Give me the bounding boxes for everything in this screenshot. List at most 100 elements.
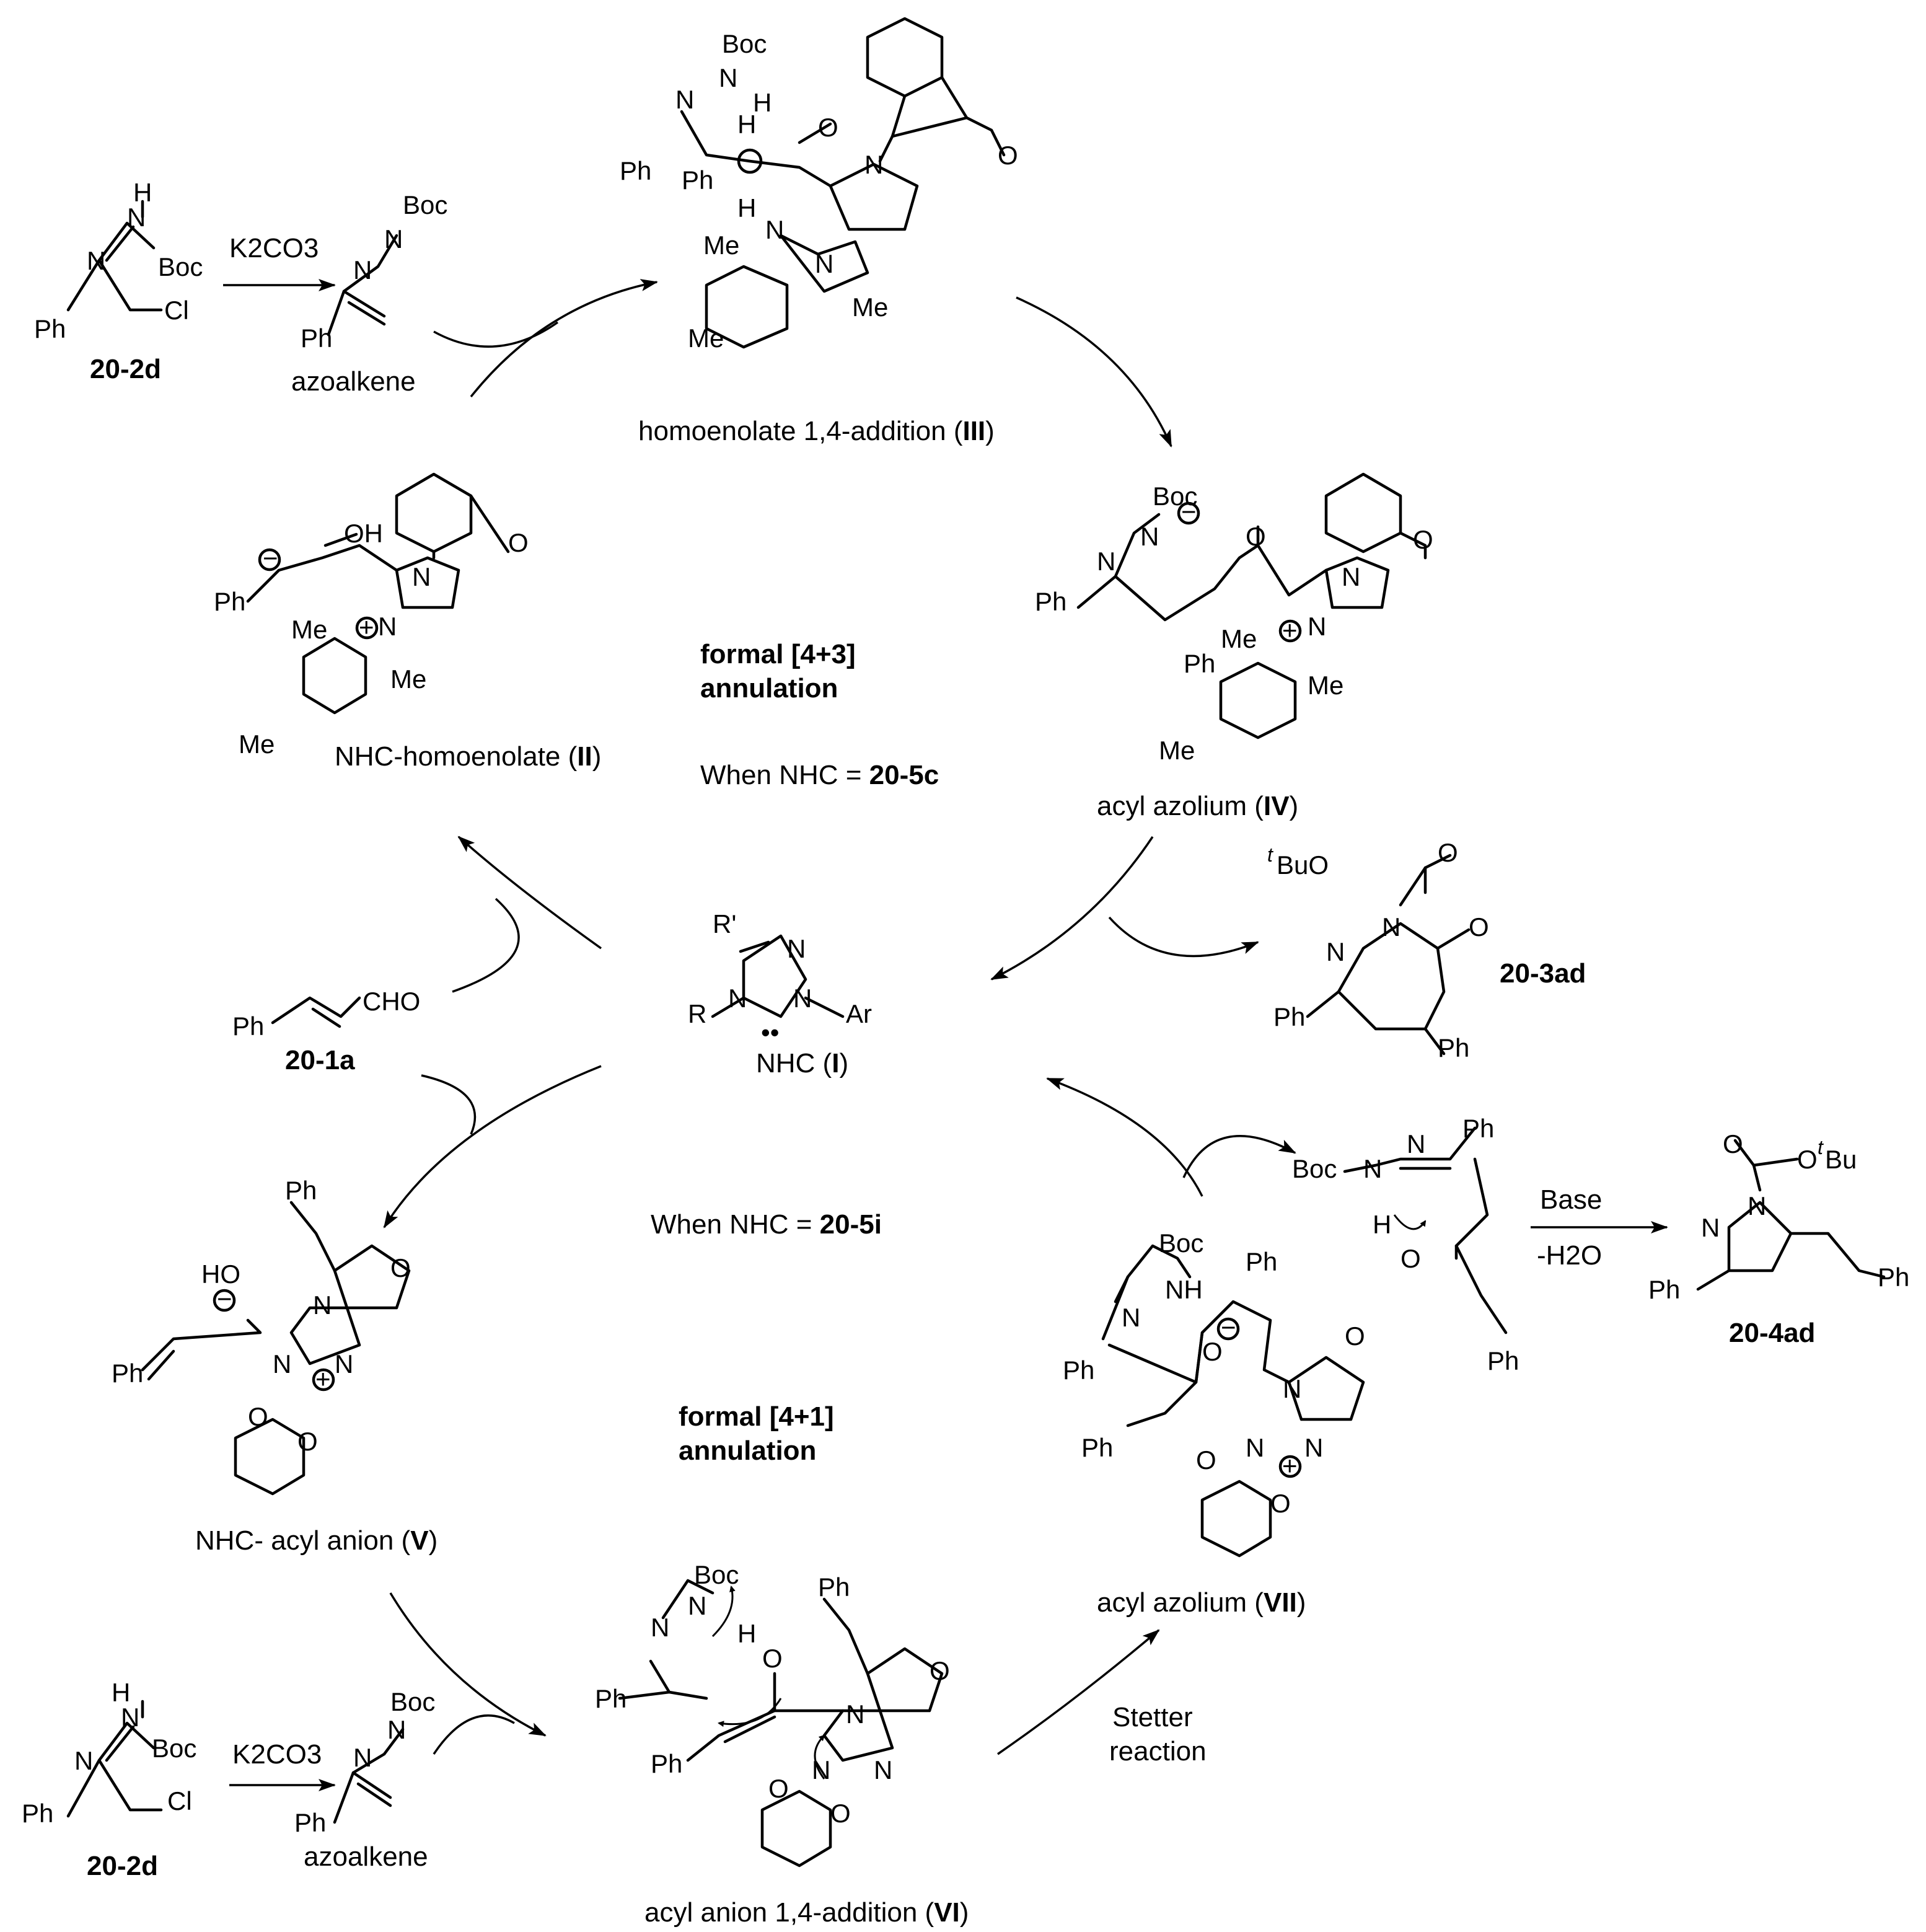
atom-boc: Boc bbox=[1159, 1228, 1203, 1258]
label-azoalkene: azoalkene bbox=[291, 366, 416, 397]
atom-n: N bbox=[765, 215, 784, 244]
atom-h: H bbox=[753, 88, 772, 117]
atom-n: N bbox=[273, 1349, 291, 1378]
atom-o: O bbox=[818, 113, 838, 142]
carbene-dots: •• bbox=[761, 1018, 779, 1047]
release-diketone bbox=[1182, 1135, 1296, 1178]
atom-n: N bbox=[1308, 612, 1326, 641]
atom-o: O bbox=[297, 1427, 318, 1456]
atom-me: Me bbox=[703, 231, 739, 260]
atom-n: N bbox=[1246, 1433, 1264, 1462]
atom-me: Me bbox=[291, 615, 327, 644]
intermediate-iv: − + Boc N N O O N N Ph Ph Me Me Me acyl … bbox=[1035, 472, 1433, 821]
label-i: NHC (I) bbox=[756, 1048, 848, 1078]
atom-n: N bbox=[384, 224, 403, 254]
atom-o: O bbox=[1270, 1489, 1291, 1518]
atom-minus: − bbox=[1221, 1313, 1236, 1342]
atom-n: N bbox=[688, 1591, 706, 1620]
atom-ph: Ph bbox=[301, 324, 332, 353]
compound-azoalkene-top: N N Boc Ph azoalkene bbox=[291, 190, 447, 397]
atom-ar: Ar bbox=[846, 999, 872, 1028]
atom-boc: Boc bbox=[152, 1734, 196, 1763]
label-vi: acyl anion 1,4-addition (VI) bbox=[644, 1897, 969, 1928]
stetter-label: Stetter bbox=[1112, 1702, 1193, 1732]
cycle-labels: formal [4+3] annulation When NHC = 20-5c… bbox=[651, 639, 939, 1466]
azoalkene-merge-top bbox=[433, 321, 559, 348]
atom-n: N bbox=[87, 246, 105, 275]
atom-boc: Boc bbox=[403, 190, 447, 219]
atom-cl: Cl bbox=[164, 296, 189, 325]
atom-h: H bbox=[737, 193, 756, 223]
atom-n: N bbox=[1283, 1374, 1301, 1403]
atom-n: N bbox=[812, 1755, 830, 1784]
compound-20-1a: Ph CHO 20-1a bbox=[232, 987, 420, 1075]
atom-o: O bbox=[1401, 1244, 1421, 1273]
atom-plus: + bbox=[1282, 1451, 1298, 1480]
reagent-minus-water: -H2O bbox=[1537, 1240, 1602, 1271]
atom-n: N bbox=[1304, 1433, 1323, 1462]
atom-n: N bbox=[1363, 1154, 1382, 1183]
atom-boc: Boc bbox=[1292, 1154, 1337, 1183]
upper-cycle-title: formal [4+3] bbox=[700, 639, 856, 669]
atom-n: N bbox=[1382, 912, 1401, 942]
atom-n: N bbox=[719, 63, 737, 92]
arrow-iii-to-iv bbox=[1016, 296, 1172, 448]
atom-n: N bbox=[387, 1715, 406, 1744]
atom-tbuo: BuO bbox=[1277, 850, 1329, 880]
atom-n: N bbox=[378, 612, 397, 641]
arrow-vi-to-vii bbox=[997, 1629, 1160, 1755]
atom-nh: NH bbox=[1165, 1275, 1203, 1304]
compound-20-4ad: O O t Bu N N Ph Ph 20-4ad bbox=[1648, 1129, 1909, 1348]
lower-cycle-title: formal [4+1] bbox=[679, 1401, 834, 1432]
atom-ph: Ph bbox=[1063, 1356, 1094, 1385]
atom-n: N bbox=[335, 1349, 353, 1378]
atom-o: O bbox=[1797, 1145, 1818, 1174]
atom-n: N bbox=[1342, 562, 1360, 591]
upper-cycle-condition: When NHC = 20-5c bbox=[700, 760, 939, 790]
atom-me: Me bbox=[390, 664, 426, 694]
atom-me: Me bbox=[688, 324, 724, 353]
atom-boc: Boc bbox=[390, 1687, 435, 1716]
arrow-ii-to-iii bbox=[470, 279, 658, 398]
arrow-v-to-vi bbox=[389, 1592, 547, 1737]
atom-n: N bbox=[846, 1700, 864, 1729]
atom-h: H bbox=[133, 178, 152, 207]
release-20-3ad bbox=[1108, 916, 1259, 958]
atom-n: N bbox=[1122, 1303, 1140, 1332]
atom-minus: − bbox=[217, 1284, 232, 1313]
atom-ph: Ph bbox=[1081, 1433, 1113, 1462]
label-20-3ad: 20-3ad bbox=[1500, 958, 1586, 989]
atom-ph: Ph bbox=[1035, 587, 1066, 616]
atom-n: N bbox=[787, 934, 806, 963]
atom-o: O bbox=[1469, 912, 1489, 942]
arrow-nhc-to-v bbox=[383, 1065, 602, 1228]
label-20-4ad: 20-4ad bbox=[1729, 1318, 1815, 1348]
atom-ph: Ph bbox=[818, 1573, 850, 1602]
atom-h: H bbox=[112, 1678, 130, 1707]
atom-n: N bbox=[1407, 1129, 1425, 1158]
atom-n: N bbox=[874, 1755, 892, 1784]
aldehyde-merge-top bbox=[452, 898, 520, 993]
atom-ph: Ph bbox=[112, 1359, 143, 1388]
atom-n: N bbox=[1701, 1213, 1720, 1242]
atom-oh: OH bbox=[344, 519, 383, 548]
atom-boc: Boc bbox=[694, 1560, 739, 1589]
atom-o: O bbox=[508, 528, 529, 557]
arrow-vii-to-nhc bbox=[1046, 1077, 1203, 1197]
atom-ph: Ph bbox=[1648, 1275, 1680, 1304]
flow-arrows bbox=[223, 279, 1668, 1791]
lower-cycle-condition: When NHC = 20-5i bbox=[651, 1209, 882, 1240]
lower-cycle-title: annulation bbox=[679, 1436, 816, 1466]
atom-plus: + bbox=[1282, 615, 1298, 645]
atom-h: H bbox=[1373, 1210, 1391, 1239]
atom-boc: Boc bbox=[158, 252, 203, 281]
atom-n: N bbox=[651, 1613, 669, 1642]
atom-o: O bbox=[830, 1799, 851, 1828]
atom-ph: Ph bbox=[232, 1012, 264, 1041]
atom-cl: Cl bbox=[167, 1786, 192, 1815]
atom-h: H bbox=[737, 110, 756, 139]
intermediate-ii: − + OH O N N Ph Me Me Me NHC-homoenolate… bbox=[214, 472, 601, 772]
atom-ph: Ph bbox=[595, 1684, 627, 1713]
atom-ph: Ph bbox=[1184, 649, 1215, 678]
atom-n: N bbox=[1140, 522, 1159, 551]
